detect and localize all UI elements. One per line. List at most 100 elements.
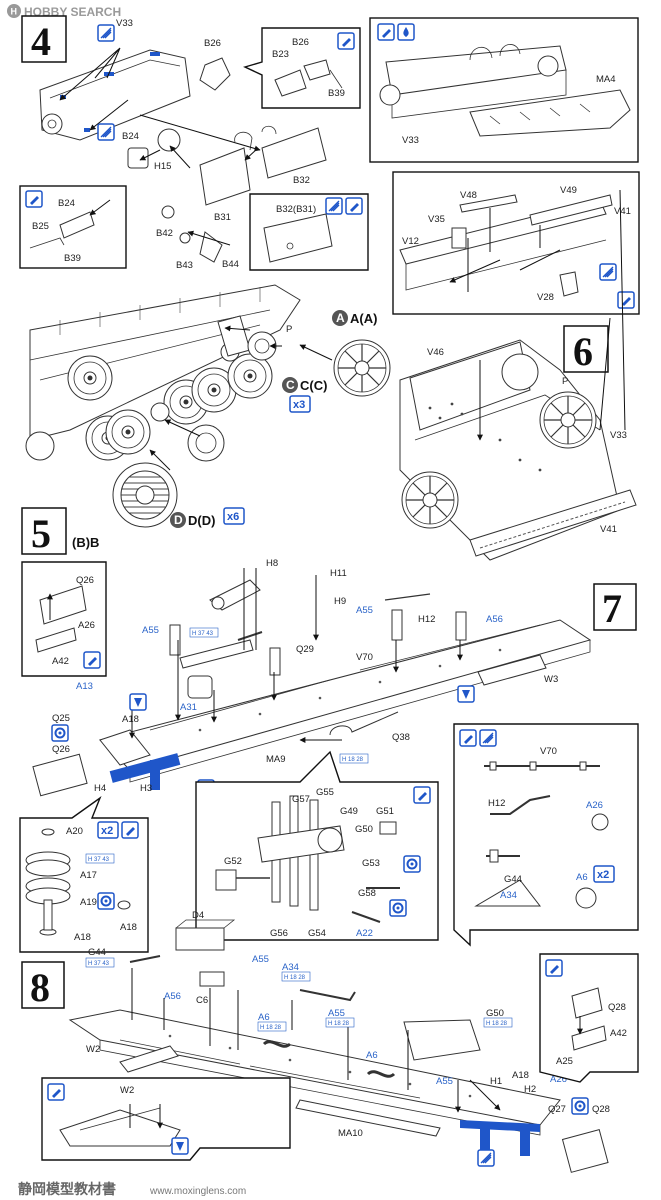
step-number-7: 7 bbox=[602, 586, 622, 631]
label-a26-s8: A26 bbox=[550, 1074, 567, 1085]
svg-text:D(D): D(D) bbox=[188, 513, 215, 528]
h-note-5: H 18 28 bbox=[281, 971, 311, 982]
inset7c-g50: G50 bbox=[355, 824, 373, 835]
label-q26-s7: Q26 bbox=[52, 744, 70, 755]
step-number-4: 4 bbox=[31, 19, 51, 64]
inset-d-b32: B32(B31) bbox=[276, 204, 316, 215]
label-a18-s7: A18 bbox=[122, 714, 139, 725]
inset-a-b26: B26 bbox=[292, 37, 309, 48]
inset7-a42: A42 bbox=[52, 656, 69, 667]
h-note-2: H 18 28 bbox=[339, 753, 369, 764]
label-d4: D4 bbox=[192, 910, 204, 921]
label-a55-s8a: A55 bbox=[252, 954, 269, 965]
inset7r-qty: x2 bbox=[597, 869, 609, 881]
label-a13: A13 bbox=[76, 681, 93, 692]
label-h4: H4 bbox=[94, 783, 106, 794]
label-b43: B43 bbox=[176, 260, 193, 271]
label-ma10: MA10 bbox=[338, 1128, 363, 1139]
inset-w2 bbox=[41, 1077, 291, 1161]
svg-text:H 37 43: H 37 43 bbox=[88, 961, 110, 967]
label-w2: W2 bbox=[86, 1044, 100, 1055]
label-q29: Q29 bbox=[296, 644, 314, 655]
inset-v70-h12 bbox=[453, 723, 639, 947]
inset-c-b25: B25 bbox=[32, 221, 49, 232]
inset6-v49: V49 bbox=[560, 185, 577, 196]
inset7r-a6: A6 bbox=[576, 872, 588, 883]
inset6-v28: V28 bbox=[537, 292, 554, 303]
label-a34-s8: A34 bbox=[282, 962, 299, 973]
label-v33-s6: V33 bbox=[610, 430, 627, 441]
step-6: V48 V49 V35 V41 V12 V28 6 V46 P V33 V41 bbox=[392, 171, 640, 561]
glue-icon bbox=[345, 197, 363, 215]
paint-icon bbox=[599, 263, 617, 281]
inset6-v12: V12 bbox=[402, 236, 419, 247]
label-q28-s8: Q28 bbox=[592, 1104, 610, 1115]
paint-icon bbox=[479, 729, 497, 747]
inset7c-g51: G51 bbox=[376, 806, 394, 817]
svg-text:A: A bbox=[336, 311, 345, 325]
h-note-6: H 18 28 bbox=[257, 1021, 287, 1032]
ref-badge-b: (B)B bbox=[72, 535, 99, 550]
label-a56-s7: A56 bbox=[486, 614, 503, 625]
inset-c-b24: B24 bbox=[58, 198, 75, 209]
label-h1: H1 bbox=[490, 1076, 502, 1087]
inset6-v48: V48 bbox=[460, 190, 477, 201]
glue-icon bbox=[83, 651, 101, 669]
label-b44: B44 bbox=[222, 259, 239, 270]
cement-icon bbox=[171, 1137, 189, 1155]
step-4: 4 V33 B26 B24 H15 B32 B31 B42 bbox=[19, 15, 639, 271]
label-h9: H9 bbox=[334, 596, 346, 607]
rear-idler bbox=[401, 471, 459, 529]
rotate-icon bbox=[571, 1097, 589, 1115]
label-p: P bbox=[286, 324, 292, 335]
glue-icon bbox=[617, 291, 635, 309]
label-a6-s8a: A6 bbox=[258, 1012, 270, 1023]
qty-x6: x6 bbox=[227, 511, 239, 523]
step-7: 7 H8 H11 H9 H12 A bbox=[19, 558, 639, 953]
label-h2: H2 bbox=[524, 1084, 536, 1095]
label-h12: H12 bbox=[418, 614, 435, 625]
label-c6: C6 bbox=[196, 995, 208, 1006]
label-b32: B32 bbox=[293, 175, 310, 186]
label-a31: A31 bbox=[180, 702, 197, 713]
label-q27: Q27 bbox=[548, 1104, 566, 1115]
label-a6-s8b: A6 bbox=[366, 1050, 378, 1061]
inset7w-a18b: A18 bbox=[74, 932, 91, 943]
inset-b-ma4: MA4 bbox=[596, 74, 616, 85]
label-v33: V33 bbox=[116, 18, 133, 29]
svg-text:A(A): A(A) bbox=[350, 311, 377, 326]
svg-text:(B)B: (B)B bbox=[72, 535, 99, 550]
ref-badge-d: D D(D) bbox=[170, 512, 215, 528]
label-v41-s6: V41 bbox=[600, 524, 617, 535]
inset7-wheel-qty: x2 bbox=[101, 825, 113, 837]
paint-icon bbox=[477, 1149, 495, 1167]
inset7c-g52: G52 bbox=[224, 856, 242, 867]
h-note-3: H 37 43 bbox=[85, 853, 115, 864]
inset7r-a26: A26 bbox=[586, 800, 603, 811]
label-g50-s8: G50 bbox=[486, 1008, 504, 1019]
inset7c-g56: G56 bbox=[270, 928, 288, 939]
inset-a-b23: B23 bbox=[272, 49, 289, 60]
inset7c-a22: A22 bbox=[356, 928, 373, 939]
label-q38: Q38 bbox=[392, 732, 410, 743]
glue-icon bbox=[25, 190, 43, 208]
svg-text:H 18 28: H 18 28 bbox=[328, 1021, 350, 1027]
ref-badge-c: C C(C) bbox=[282, 377, 327, 393]
inset-b26-b23 bbox=[243, 27, 361, 109]
paint-icon bbox=[97, 123, 115, 141]
svg-text:D: D bbox=[174, 513, 183, 527]
glue-icon bbox=[121, 821, 139, 839]
inset7c-g54: G54 bbox=[308, 928, 326, 939]
inset7w-a19: A19 bbox=[80, 897, 97, 908]
label-ma9: MA9 bbox=[266, 754, 286, 765]
rotate-icon bbox=[403, 855, 421, 873]
watermark-footer-url: www.moxinglens.com bbox=[149, 1186, 246, 1197]
label-a55-s8c: A55 bbox=[436, 1076, 453, 1087]
label-p6: P bbox=[562, 376, 568, 387]
label-a55-s8b: A55 bbox=[328, 1008, 345, 1019]
svg-text:H 37 43: H 37 43 bbox=[192, 631, 214, 637]
h-note-7: H 18 28 bbox=[325, 1017, 355, 1028]
qty-badge-x6 bbox=[223, 507, 245, 525]
inset-a-b39: B39 bbox=[328, 88, 345, 99]
glue-icon bbox=[377, 23, 395, 41]
